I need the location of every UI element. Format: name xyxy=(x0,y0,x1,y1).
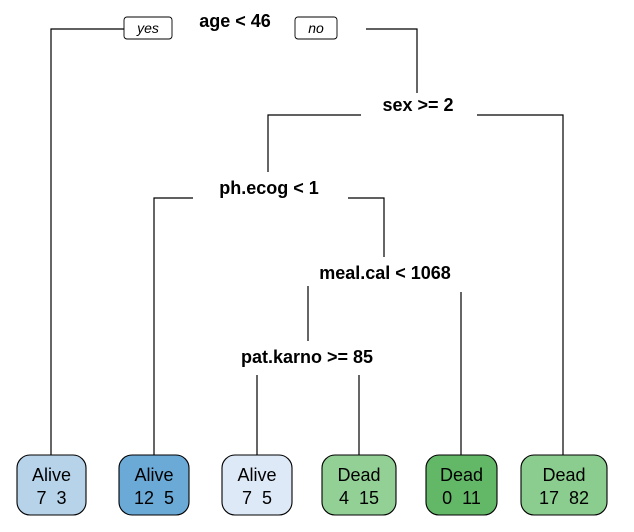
root-node: age < 46 yes no xyxy=(123,11,338,40)
leaf-node-5: Dead 0 11 xyxy=(425,454,498,516)
edge-ph-ecog-no xyxy=(348,197,385,257)
split-label-meal-cal: meal.cal < 1068 xyxy=(319,263,451,283)
leaf-box xyxy=(118,454,190,516)
leaf-class-label: Dead xyxy=(542,465,585,485)
leaf-counts: 4 15 xyxy=(339,488,379,508)
leaf-node-6: Dead 17 82 xyxy=(520,454,608,516)
leaf-box xyxy=(16,454,87,516)
leaf-counts: 0 11 xyxy=(442,488,481,508)
leaf-class-label: Dead xyxy=(440,465,483,485)
split-label-sex: sex >= 2 xyxy=(382,95,453,115)
leaf-box xyxy=(321,454,397,516)
leaf-class-label: Alive xyxy=(32,465,71,485)
leaf-class-label: Alive xyxy=(134,465,173,485)
leaf-box xyxy=(520,454,608,516)
split-label-pat-karno: pat.karno >= 85 xyxy=(241,347,373,367)
leaf-node-3: Alive 7 5 xyxy=(221,454,293,516)
edge-sex-yes xyxy=(267,114,361,172)
leaf-counts: 7 5 xyxy=(242,488,272,508)
leaf-class-label: Dead xyxy=(337,465,380,485)
yes-branch-label: yes xyxy=(136,20,159,36)
root-split-label: age < 46 xyxy=(199,11,271,31)
edge-root-yes xyxy=(50,28,124,455)
edge-ph-ecog-yes xyxy=(153,197,193,455)
yes-branch-box xyxy=(123,16,173,40)
tree-edges xyxy=(50,28,564,455)
leaf-class-label: Alive xyxy=(237,465,276,485)
leaf-box xyxy=(221,454,293,516)
leaf-node-4: Dead 4 15 xyxy=(321,454,397,516)
edge-sex-no xyxy=(477,114,564,455)
leaf-node-1: Alive 7 3 xyxy=(16,454,87,516)
leaf-box xyxy=(425,454,498,516)
leaf-counts: 7 3 xyxy=(36,488,66,508)
leaf-node-2: Alive 12 5 xyxy=(118,454,190,516)
split-label-ph-ecog: ph.ecog < 1 xyxy=(219,178,319,198)
leaf-counts: 12 5 xyxy=(134,488,174,508)
edge-root-no xyxy=(366,28,418,93)
no-branch-label: no xyxy=(308,20,324,36)
leaf-counts: 17 82 xyxy=(539,488,589,508)
no-branch-box xyxy=(294,16,338,40)
